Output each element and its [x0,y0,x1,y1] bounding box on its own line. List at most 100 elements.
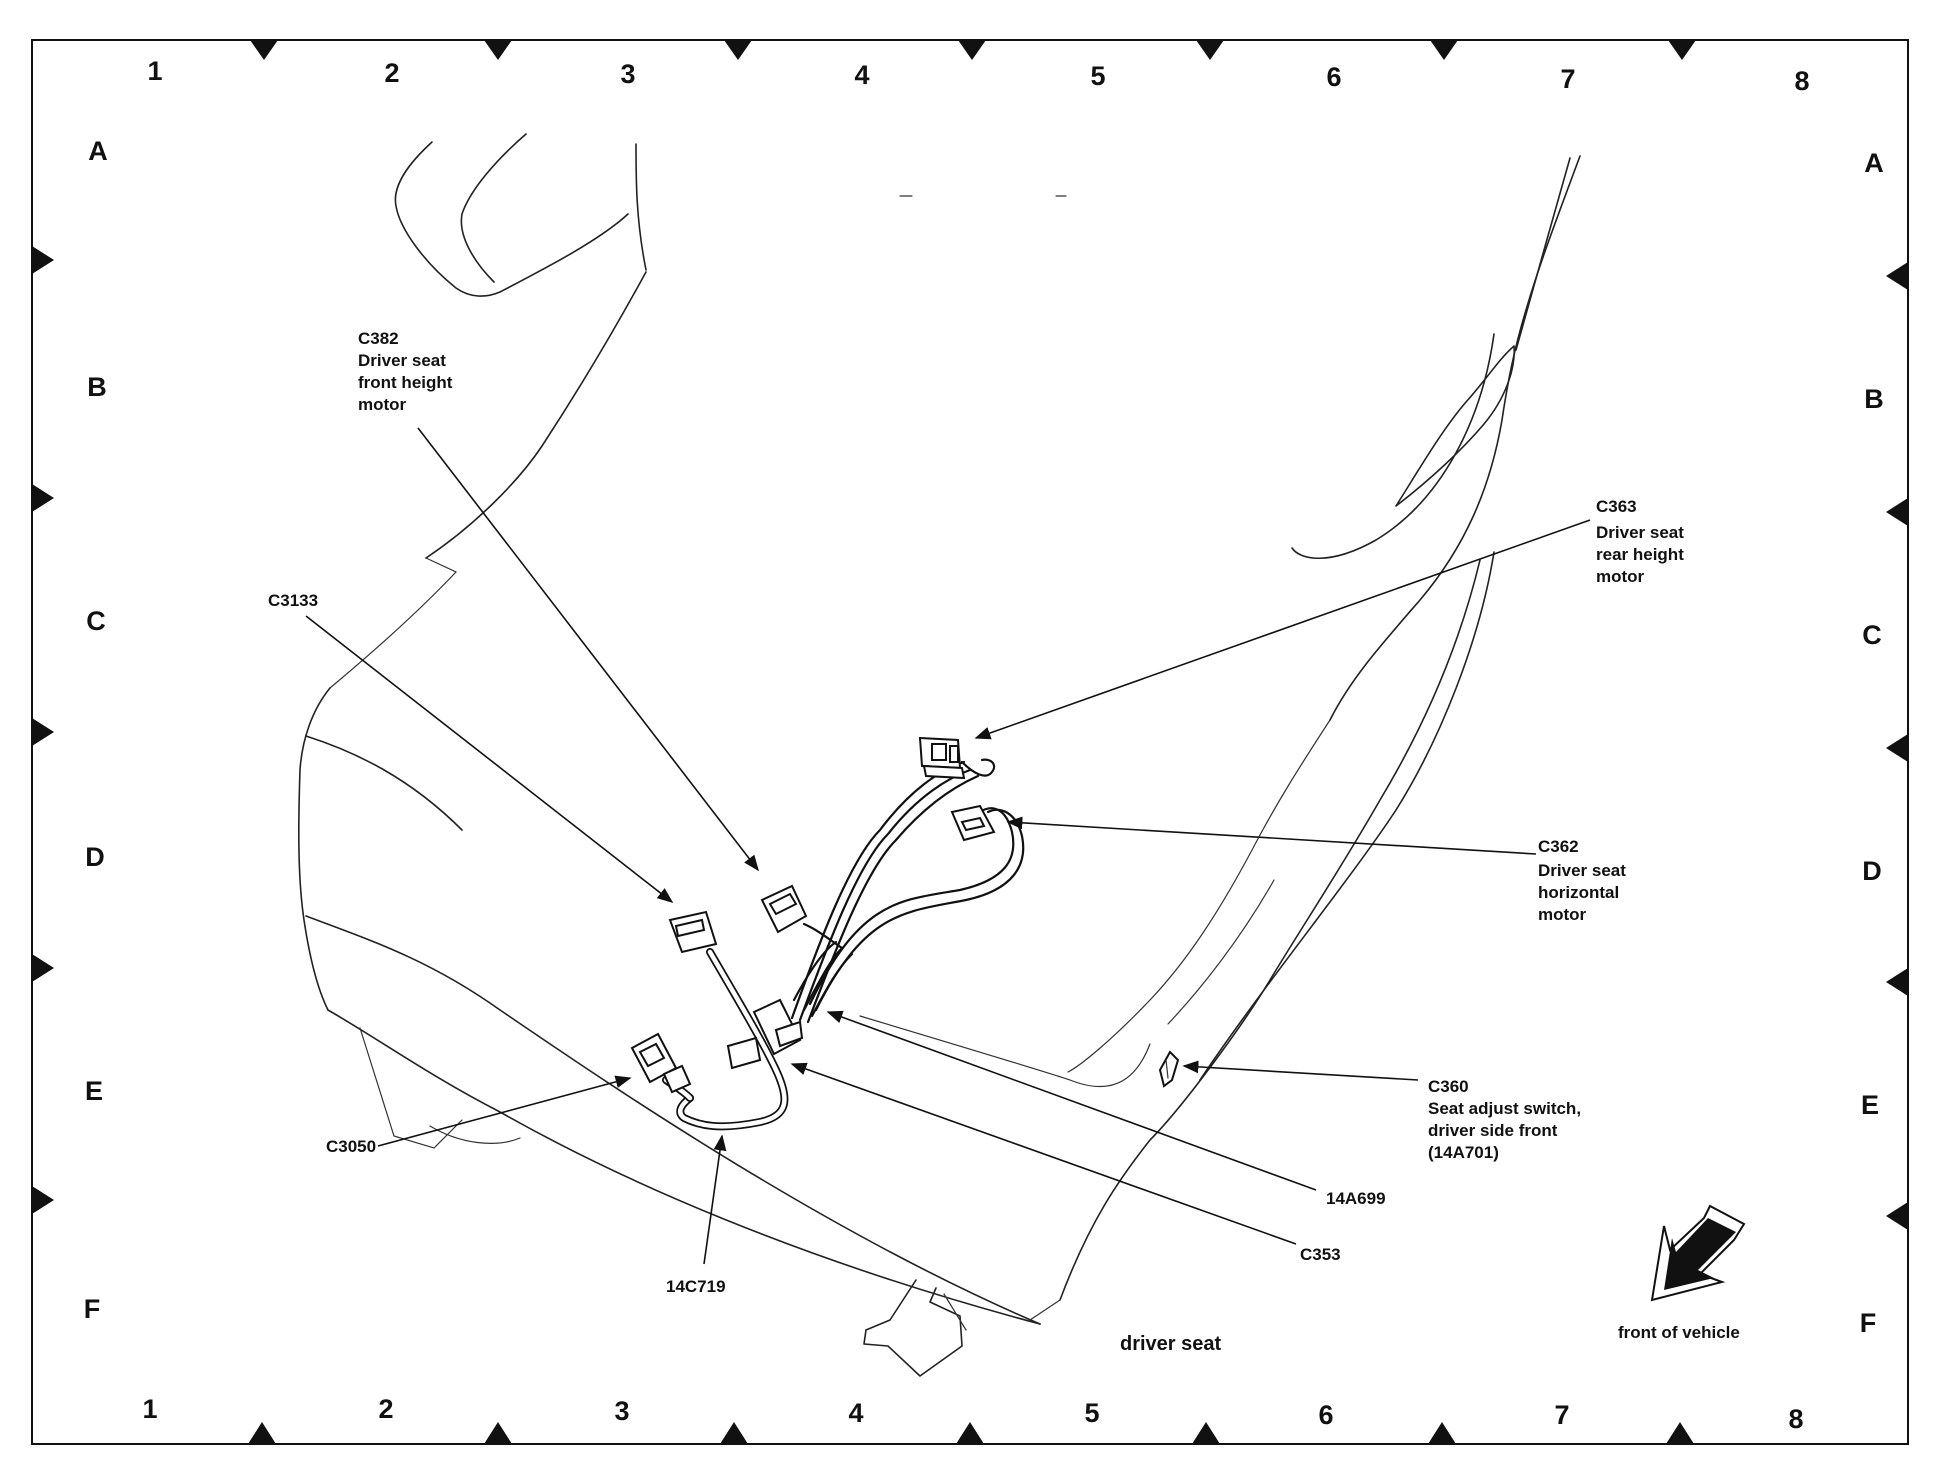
grid-col-label-bottom: 3 [614,1396,629,1426]
grid-col-label-bottom: 2 [378,1394,393,1424]
callout-14c719-line: 14C719 [666,1277,726,1296]
callout-c382-line: C382 [358,329,399,348]
grid-row-label-right: B [1864,384,1884,414]
wire-14c719-inner [678,949,787,1129]
leader-c353 [790,1062,1297,1245]
seatback-left-inner [329,557,458,689]
grid-col-label-bottom: 5 [1084,1398,1099,1428]
grid-tick-left-4 [32,954,54,982]
grid-tick-bottom-6 [1428,1422,1456,1444]
seat-rail-right [1029,1299,1061,1321]
seat-track-left-b [429,1125,521,1144]
leader-lines [305,427,1591,1265]
grid-tick-right-3 [1886,734,1908,762]
callout-c362-line: horizontal [1538,883,1619,902]
caption-driver-seat: driver seat [1120,1333,1222,1355]
leader-14c719 [703,1134,727,1265]
caption-front-of-vehicle: front of vehicle [1618,1323,1740,1342]
callout-c360: C360 Seat adjust switch, driver side fro… [1428,1077,1581,1162]
callout-c360-line: Seat adjust switch, [1428,1099,1581,1118]
callout-14c719: 14C719 [666,1277,726,1296]
seatback-side-panel [1395,345,1515,507]
grid-col-label-top: 7 [1560,64,1575,94]
leader-c3050 [377,1075,632,1147]
callout-c353: C353 [1300,1245,1341,1264]
grid-col-label-top: 3 [620,59,635,89]
callout-c382-line: motor [358,395,407,414]
callout-c360-line: driver side front [1428,1121,1558,1140]
callout-c3133-line: C3133 [268,591,318,610]
grid-col-label-top: 5 [1090,61,1105,91]
cushion-left-edge [298,687,331,1011]
seatback-left-edge [425,271,647,559]
seatback-curve [1291,333,1495,560]
grid-col-label-top: 2 [384,58,399,88]
grid-tick-left-5 [32,1186,54,1214]
connectors [630,736,1180,1094]
grid-tick-right-4 [1886,968,1908,996]
callout-c353-line: C353 [1300,1245,1341,1264]
grid-tick-top-5 [1196,40,1224,60]
grid-row-labels-left: A B C D E F [84,136,108,1324]
wire-to-c363 [960,758,996,777]
callout-c382: C382 Driver seat front height motor [358,329,453,414]
wire-to-c362 [808,807,1015,1006]
seatback-fold-b [1167,879,1275,1025]
callout-c362-line: C362 [1538,837,1579,856]
grid-tick-left-3 [32,718,54,746]
wire-to-c382 [792,940,838,1002]
seat-rail-front [863,1279,963,1377]
callout-14a699-line: 14A699 [1326,1189,1386,1208]
leader-c363 [974,519,1591,740]
grid-tick-right-2 [1886,498,1908,526]
grid-tick-markers [32,40,1908,1444]
leader-c360 [1182,1060,1419,1081]
leader-14a699 [826,1010,1317,1191]
grid-tick-top-2 [484,40,512,60]
callout-c360-line: C360 [1428,1077,1469,1096]
grid-col-label-top: 4 [854,60,869,90]
cushion-front-lower [305,915,1041,1325]
grid-tick-left-2 [32,484,54,512]
grid-row-label-right: D [1862,856,1882,886]
leader-c362 [1006,816,1537,855]
seatback-right-long [1059,559,1481,1301]
seat-line-art [298,133,1581,1377]
headrest-post [635,143,647,271]
grid-tick-top-3 [724,40,752,60]
callout-c3133: C3133 [268,591,318,610]
callout-c362-line: Driver seat [1538,861,1626,880]
callout-c3050-line: C3050 [326,1137,376,1156]
grid-tick-right-1 [1886,262,1908,290]
grid-row-label-left: F [84,1294,101,1324]
cushion-bottom [327,1009,1041,1325]
grid-row-label-left: A [88,136,108,166]
leader-c3133 [305,615,674,903]
seat-rail-front-b [943,1293,967,1331]
grid-column-labels-top: 1 2 3 4 5 6 7 8 [147,56,1809,96]
grid-row-label-right: F [1860,1308,1877,1338]
connector-c382 [760,884,808,934]
connector-c362 [950,804,996,842]
wire-to-c382 [810,952,854,1018]
wire-to-c363 [798,768,972,1022]
connector-c3050 [630,1032,692,1094]
grid-tick-bottom-7 [1666,1422,1694,1444]
wire-to-c362 [814,808,1025,1012]
grid-tick-bottom-3 [720,1422,748,1444]
grid-tick-top-6 [1430,40,1458,60]
callout-c363-line: motor [1596,567,1645,586]
callout-c362: C362 Driver seat horizontal motor [1538,837,1626,924]
callout-c363-line: Driver seat [1596,523,1684,542]
grid-tick-bottom-2 [484,1422,512,1444]
wiring-harness [662,758,1025,1131]
grid-row-label-left: C [86,606,106,636]
seatback-right-long-b [1199,551,1495,1081]
seat-track-left [359,1027,463,1149]
grid-col-label-bottom: 1 [142,1394,157,1424]
callout-c363-line: C363 [1596,497,1637,516]
grid-col-label-bottom: 8 [1788,1404,1803,1434]
callout-c382-line: Driver seat [358,351,446,370]
diagram-frame [31,39,1909,1445]
callout-c363: C363 Driver seat rear height motor [1596,497,1684,586]
